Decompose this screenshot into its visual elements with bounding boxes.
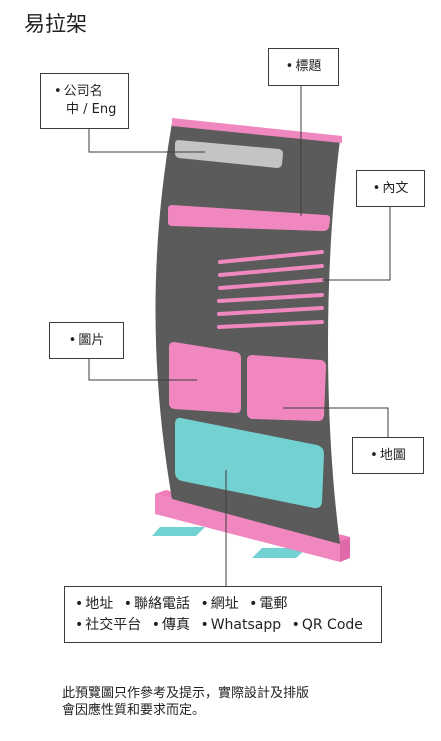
callout-title-label: 標題 [286,58,321,76]
contact-fax: 傳真 [152,617,190,633]
disclaimer-note: 此預覽圖只作參考及提示，實際設計及排版 會因應性質和要求而定。 [62,685,432,719]
body-text-line [217,320,324,329]
body-text-lines [217,250,324,329]
body-text-line [218,264,324,277]
company-name-bar [175,140,283,168]
contact-email: 電郵 [249,596,287,612]
title-bar [168,205,331,231]
callout-title: 標題 [268,48,339,86]
connector-image [88,359,197,381]
stand-base-end [340,537,350,562]
callout-map: 地圖 [352,437,424,474]
body-text-line [218,278,324,290]
disclaimer-line-2: 會因應性質和要求而定。 [62,703,206,718]
connector-lines [88,86,391,586]
contact-qr-code: QR Code [292,617,363,633]
callout-company-line2: 中 / Eng [66,102,117,117]
banner-top-bar [172,118,342,143]
contact-row-1: 地址 聯絡電話 網址 電郵 [75,594,287,615]
contact-social: 社交平台 [75,617,141,633]
body-text-line [217,293,324,303]
callout-map-label: 地圖 [370,447,406,465]
stand-base-side [155,494,340,562]
callout-body-text: 內文 [356,170,425,207]
connector-company [88,129,205,153]
map-panel [175,417,324,509]
image-panel [169,342,241,413]
callout-image-label: 圖片 [69,332,104,350]
stand-foot-left [152,527,205,536]
page-title: 易拉架 [24,12,87,36]
connector-body [322,207,391,281]
callout-contact-info: 地址 聯絡電話 網址 電郵 社交平台 傳真 Whatsapp QR Code [64,586,382,643]
callout-company-line1: 公司名 [54,83,103,101]
stand-foot-right [252,548,307,558]
contact-row-2: 社交平台 傳真 Whatsapp QR Code [75,615,363,636]
callout-company-name: 公司名 中 / Eng [40,73,129,129]
body-text-line [218,250,324,264]
callout-body-label: 內文 [373,180,408,198]
contact-phone: 聯絡電話 [124,596,190,612]
callout-image: 圖片 [49,322,124,359]
body-text-line [217,306,324,316]
disclaimer-line-1: 此預覽圖只作參考及提示，實際設計及排版 [62,686,310,701]
contact-website: 網址 [200,596,238,612]
contact-address: 地址 [75,596,113,612]
contact-whatsapp: Whatsapp [200,617,281,633]
connector-map [283,407,389,437]
map-image-panel [247,355,326,421]
